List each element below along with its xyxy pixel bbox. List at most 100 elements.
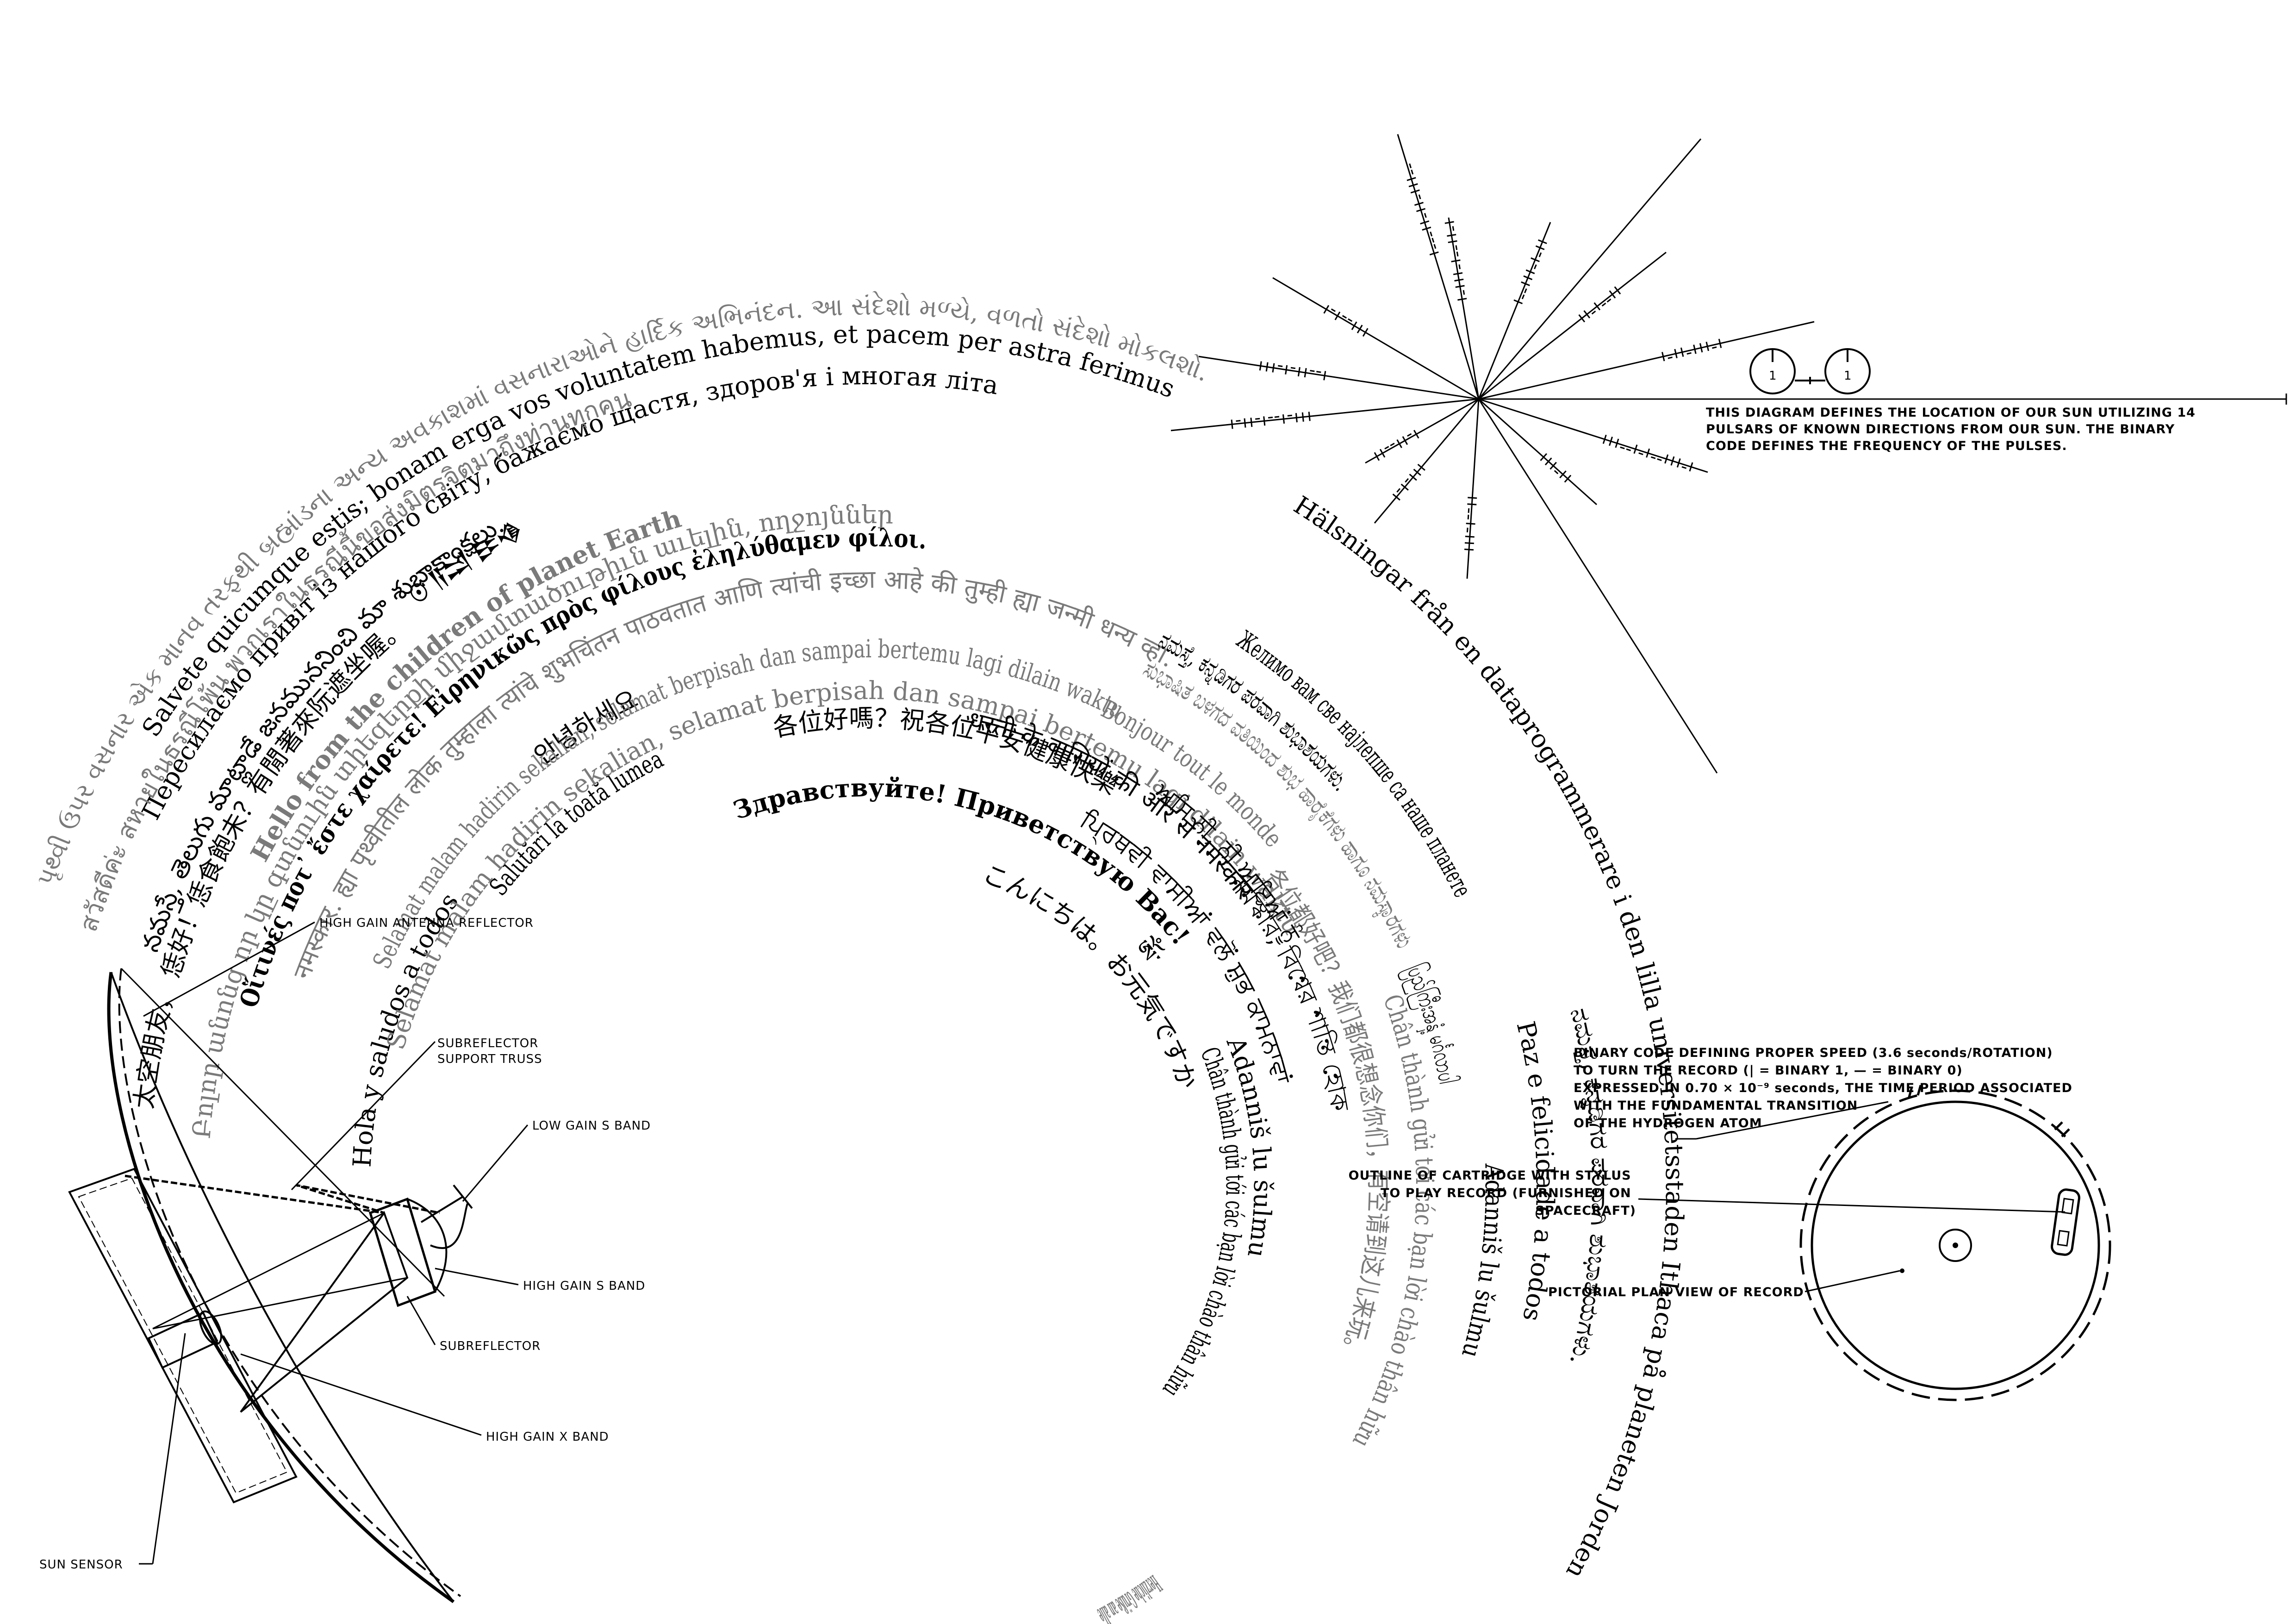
pulsar-binary-tick	[1410, 189, 1420, 194]
greetings-spiral: Salvete quicumque estis; bonam erga vos …	[31, 291, 1689, 1624]
subreflector-label: SUBREFLECTOR	[440, 1339, 541, 1353]
pulsar-binary-tick	[1431, 237, 1435, 243]
pulsar-binary-tick	[1686, 352, 1692, 355]
pulsar-binary-tick	[1418, 194, 1421, 200]
svg-text:1: 1	[1844, 369, 1852, 383]
pulsar-binary-tick	[1705, 342, 1709, 351]
pulsar-binary-tick	[1323, 305, 1330, 314]
pulsar-line	[1198, 356, 1479, 400]
pulsar-binary-tick	[1593, 302, 1601, 311]
pulsar-binary-tick	[1513, 299, 1523, 305]
pulsar-binary-tick	[1668, 356, 1673, 359]
pulsar-binary-tick	[1638, 452, 1643, 456]
pulsar-line	[1478, 251, 1667, 400]
pulsar-binary-tick	[1405, 478, 1409, 483]
pulsar-binary-tick	[1606, 298, 1612, 303]
pulsar-binary-tick	[1342, 315, 1347, 319]
pulsar-binary-tick	[1538, 252, 1542, 257]
record-binary-ring	[1799, 1089, 2111, 1401]
pulsar-binary-tick	[1402, 436, 1408, 445]
subreflector-support-truss	[124, 1174, 440, 1214]
pulsar-binary-tick	[1430, 231, 1433, 237]
pulsar-binary-tick	[1525, 269, 1535, 275]
pulsar-binary-tick	[1259, 361, 1262, 371]
pulsar-binary-tick	[1308, 412, 1311, 421]
pulsar-binary-tick	[1331, 308, 1336, 312]
pulsar-binary-tick	[1451, 259, 1461, 262]
pulsar-line	[1365, 398, 1479, 464]
pulsar-binary-tick	[1429, 251, 1439, 256]
pulsar-binary-tick	[1411, 169, 1414, 175]
pulsar-binary-tick	[1699, 343, 1703, 353]
antenna-reflector-label: HIGH GAIN ANTENNA REFLECTOR	[319, 916, 534, 930]
pulsar-line	[1170, 398, 1479, 431]
pulsar-binary-tick	[1301, 412, 1304, 422]
voyager-spacecraft-drawing: HIGH GAIN ANTENNA REFLECTOR SUBREFLECTOR…	[39, 916, 650, 1603]
pulsar-binary-tick	[1614, 286, 1621, 295]
pulsar-binary-tick	[1287, 414, 1292, 417]
pulsar-binary-tick	[1295, 413, 1298, 423]
pulsar-binary-tick	[1674, 349, 1678, 358]
pulsar-binary-tick	[1448, 240, 1457, 244]
sun-sensor	[147, 1310, 222, 1369]
pulsar-binary-tick	[1681, 466, 1687, 469]
pulsar-binary-tick	[1406, 177, 1416, 181]
pulsar-binary-tick	[1523, 275, 1533, 281]
pulsar-binary-tick	[1400, 483, 1409, 491]
subreflector-truss-label: SUBREFLECTOR SUPPORT TRUSS	[437, 1037, 543, 1066]
pulsar-binary-tick	[1356, 325, 1363, 334]
pulsar-binary-tick	[1467, 503, 1477, 506]
pulsar-line	[1478, 399, 1718, 774]
pulsar-binary-tick	[1420, 220, 1430, 225]
pulsar-binary-tick	[1633, 444, 1638, 454]
pulsar-binary-tick	[1540, 453, 1548, 461]
pulsar-binary-tick	[1676, 458, 1681, 468]
pulsar-line	[1374, 399, 1480, 524]
high-gain-s-band-label: HIGH GAIN S BAND	[523, 1279, 645, 1293]
pulsar-line	[1478, 138, 1702, 400]
pulsar-line	[1478, 398, 1597, 506]
record-diagram: BINARY CODE DEFINING PROPER SPEED (3.6 s…	[1349, 1046, 2111, 1401]
pulsar-binary-tick	[1282, 414, 1285, 424]
pulsar-binary-tick	[1414, 201, 1424, 206]
pulsar-binary-tick	[1396, 439, 1402, 448]
pulsar-binary-tick	[1407, 433, 1412, 437]
pulsar-binary-tick	[1462, 290, 1465, 295]
pulsar-binary-tick	[1384, 446, 1389, 450]
pulsar-binary-tick	[1609, 290, 1616, 299]
pulsar-binary-tick	[1396, 488, 1401, 493]
pulsar-binary-tick	[1323, 371, 1326, 381]
pulsar-binary-tick	[1458, 264, 1461, 269]
pulsar-binary-tick	[1535, 245, 1545, 250]
pulsar-binary-tick	[1351, 321, 1357, 331]
pulsar-binary-tick	[1521, 281, 1530, 287]
pulsar-map-caption: THIS DIAGRAM DEFINES THE LOCATION OF OUR…	[1706, 406, 2200, 453]
pulsar-line	[1466, 399, 1480, 579]
pulsar-binary-tick	[1390, 443, 1395, 446]
pulsar-binary-tick	[1424, 213, 1427, 218]
pulsar-binary-tick	[1609, 437, 1613, 446]
pulsar-binary-tick	[1433, 244, 1437, 249]
pulsar-binary-tick	[1534, 264, 1537, 269]
pulsar-binary-tick	[1524, 288, 1527, 294]
pulsar-binary-tick	[1693, 344, 1697, 354]
pulsar-binary-tick	[1255, 418, 1260, 420]
pulsar-binary-tick	[1413, 468, 1421, 476]
pulsar-map: 1 1 THIS DIAGRAM DEFINES THE LOCATION OF…	[1170, 134, 2287, 774]
pulsar-binary-tick	[1362, 328, 1369, 337]
high-gain-x-band-label: HIGH GAIN X BAND	[486, 1430, 609, 1444]
pulsar-binary-tick	[1417, 463, 1425, 471]
pulsar-binary-tick	[1468, 508, 1470, 513]
pulsar-binary-tick	[1578, 314, 1586, 323]
pulsar-line	[1478, 398, 1708, 473]
pulsar-binary-tick	[1455, 245, 1458, 250]
record-spindle-hole	[1939, 1229, 1972, 1262]
pulsar-binary-tick	[1549, 462, 1557, 470]
greeting-text: Herzliche Grüße an alle	[1093, 1570, 1167, 1624]
pulsar-binary-tick	[1689, 462, 1693, 472]
pulsar-binary-tick	[1455, 285, 1465, 288]
pulsar-binary-tick	[1409, 163, 1412, 169]
pulsar-binary-tick	[1278, 365, 1283, 367]
pulsar-line	[1478, 222, 1551, 400]
pulsar-binary-tick	[1650, 456, 1656, 459]
